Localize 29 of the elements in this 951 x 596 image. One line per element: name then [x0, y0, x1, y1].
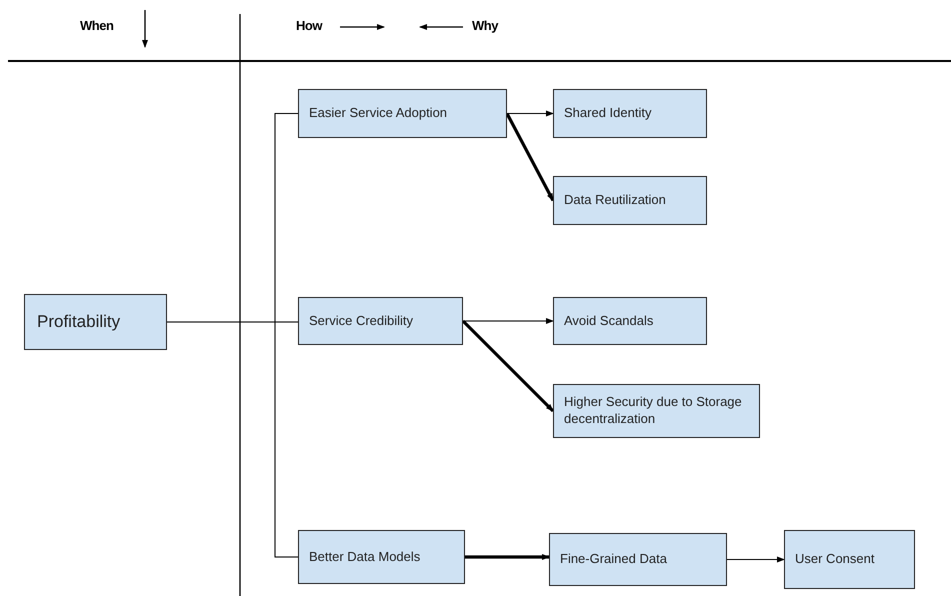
box-label: Better Data Models: [309, 548, 420, 566]
process-box: [549, 533, 727, 586]
process-box: [298, 297, 463, 345]
box-label: Service Credibility: [309, 312, 414, 330]
box-label: Easier Service Adoption: [309, 105, 448, 122]
arrow: [506, 110, 554, 116]
box-label: Higher Security due to Storage decentralization: [564, 394, 743, 428]
arrow: [726, 556, 785, 562]
arrow: [506, 112, 554, 202]
box-label: Fine-Grained Data: [560, 551, 667, 568]
process-box: [553, 384, 760, 438]
header-label: When: [80, 18, 114, 33]
process-box: [553, 176, 707, 225]
process-box: [553, 89, 707, 138]
process-box: [24, 294, 167, 350]
header-label: Why: [472, 18, 498, 33]
arrow: [462, 318, 554, 324]
process-box: [553, 297, 707, 345]
box-label: Data Reutilization: [564, 192, 666, 209]
arrow: [462, 320, 554, 412]
box-label: Avoid Scandals: [564, 312, 654, 330]
process-box: [298, 530, 465, 584]
box-label: Shared Identity: [564, 105, 652, 122]
process-box: [298, 89, 507, 138]
box-label: User Consent: [795, 551, 874, 568]
header-label: How: [296, 18, 322, 33]
box-label: Profitability: [37, 310, 120, 333]
process-box: [784, 530, 915, 589]
arrow: [465, 554, 550, 560]
